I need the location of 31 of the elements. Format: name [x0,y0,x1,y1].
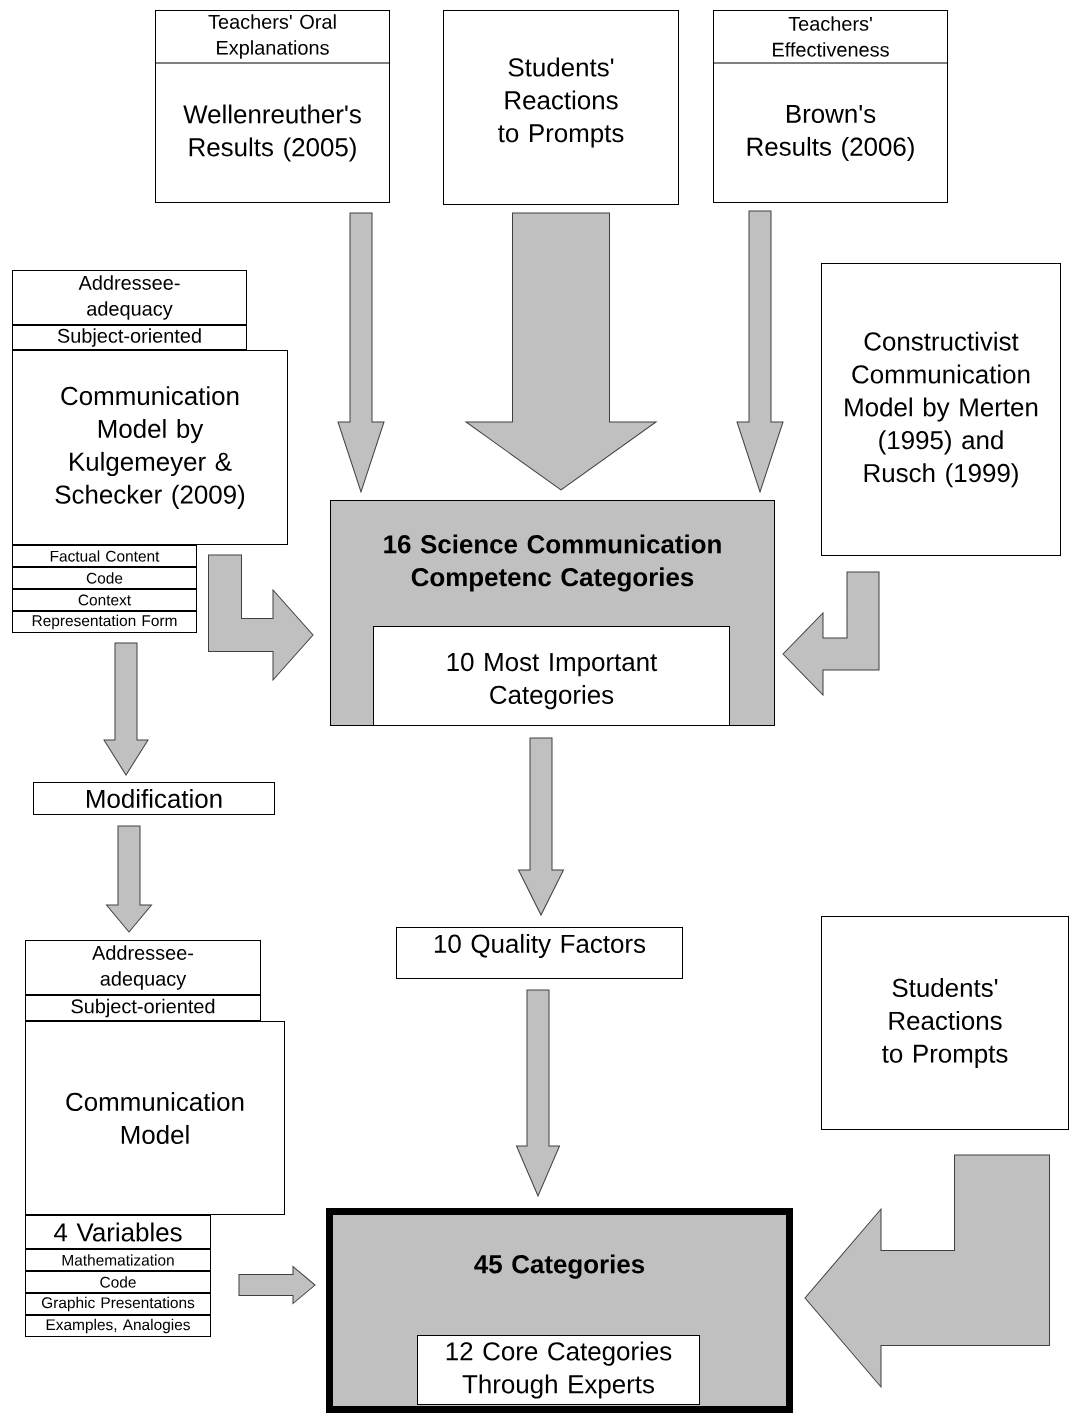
block-arrow [804,1154,1050,1388]
table-row: Code [25,1271,211,1293]
block-arrow [103,642,149,776]
header-box: Teachers' Oral Explanations Wellenreuther's Results (2005) [154,10,391,203]
text-box: 10 Most Important Categories [373,626,730,726]
block-arrow [736,210,784,493]
table-row: Factual Content [12,545,197,567]
block-arrow [238,1266,316,1304]
table-row: Graphic Presentations [25,1293,211,1315]
text-box: Modification [33,782,275,815]
text-box: Subject-oriented [12,325,247,350]
text-box: 4 Variables [25,1215,211,1249]
block-arrow [208,554,314,681]
text-box: Students' Reactions to Prompts [443,10,679,205]
table-row: Examples, Analogies [25,1315,211,1337]
text-box: Subject-oriented [25,995,261,1021]
text-box: 10 Quality Factors [396,927,683,979]
block-arrow [106,825,152,933]
block-arrow [337,212,385,493]
table-row: Mathematization [25,1249,211,1271]
table-row: Context [12,589,197,611]
block-arrow [782,571,880,696]
block-arrow [465,212,657,491]
header-box: Teachers' Effectiveness Brown's Results (2006) [712,10,949,203]
table-row: Representation Form [12,611,197,633]
text-box: Students' Reactions to Prompts [821,916,1069,1130]
table-row: Code [12,567,197,589]
text-box: Constructivist Communication Model by Merten (1995) and Rusch (1999) [821,263,1061,556]
text-box: 12 Core Categories Through Experts [417,1335,700,1405]
block-arrow [516,989,560,1197]
block-arrow [518,737,564,916]
